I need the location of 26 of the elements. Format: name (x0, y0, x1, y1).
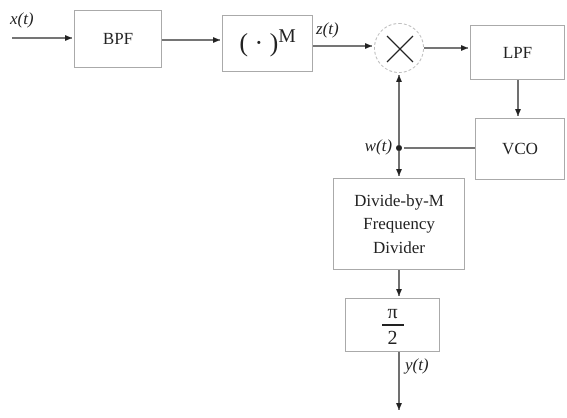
arrow (396, 270, 402, 296)
block-label: 2 (388, 328, 398, 348)
arrow (162, 37, 220, 43)
arrow (396, 151, 402, 176)
block-label: BPF (102, 28, 134, 50)
arrow (515, 80, 521, 116)
process-box (470, 25, 565, 80)
process-box (345, 298, 440, 352)
arrow (424, 45, 468, 51)
edge-label: y(t) (405, 356, 429, 373)
block-label: LPF (502, 42, 534, 64)
process-box (222, 15, 313, 72)
process-box (74, 10, 162, 68)
arrow (396, 75, 402, 145)
process-box (475, 118, 565, 180)
block-label: Divide-by-M Frequency Divider (353, 190, 445, 259)
block-label: VCO (501, 138, 539, 160)
arrow (12, 35, 72, 41)
arrow (396, 352, 402, 410)
block-label: ( · )$^{M}$ (239, 27, 296, 60)
block-label: π (387, 302, 398, 322)
edge-label: z(t) (316, 20, 339, 37)
arrow (313, 43, 372, 49)
signal-label: w(t) (364, 137, 392, 154)
edge-label: x(t) (10, 10, 34, 27)
process-box (333, 178, 465, 270)
